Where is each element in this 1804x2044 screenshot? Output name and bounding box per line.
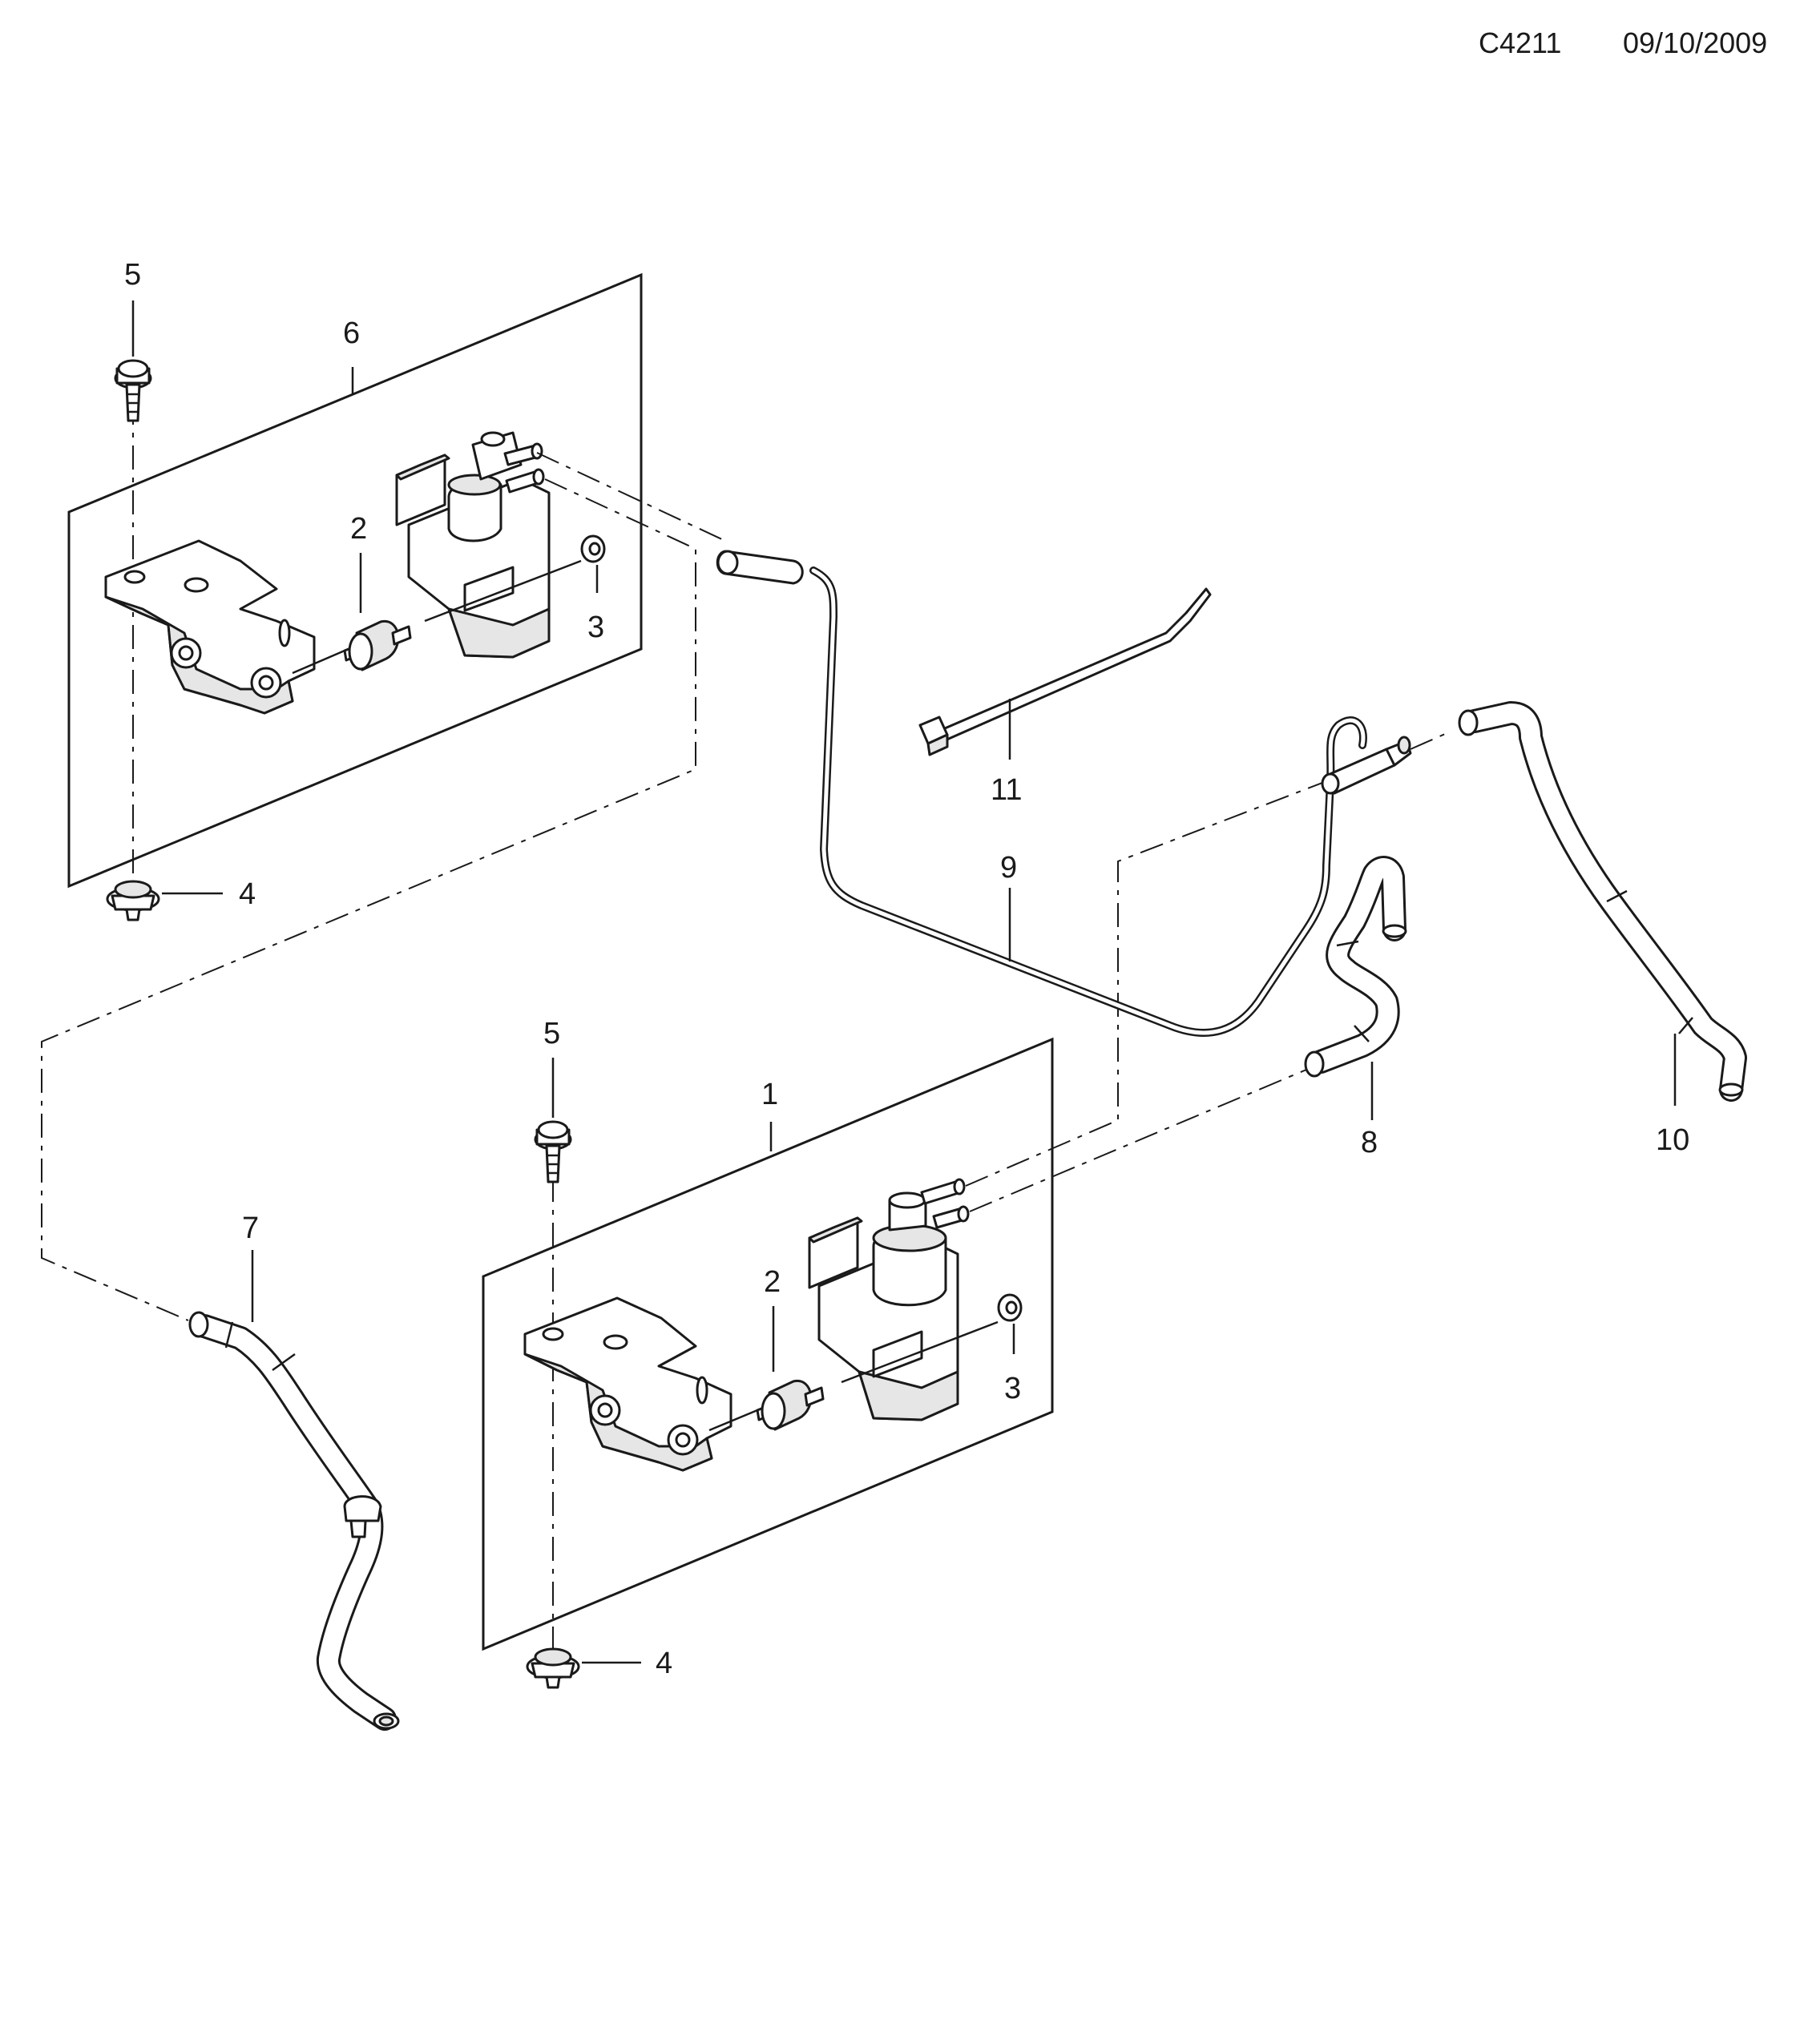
callout-hose-left: 7 — [242, 1211, 259, 1245]
callout-upper-damper: 2 — [350, 512, 367, 546]
cable-tie — [918, 587, 1212, 760]
upper-assembly — [67, 272, 643, 921]
callout-labels: 5 6 2 3 4 5 1 2 3 4 7 8 9 10 11 — [124, 258, 1689, 1680]
callout-upper-assembly: 6 — [343, 316, 360, 350]
hose-center — [1304, 856, 1407, 1120]
callout-lower-damper: 2 — [764, 1265, 781, 1299]
callout-cable-tie: 11 — [991, 773, 1022, 807]
callout-lower-clip: 4 — [656, 1647, 672, 1680]
upper-nut — [424, 534, 606, 623]
upper-assembly-frame — [67, 272, 643, 889]
connection-lines — [41, 452, 1451, 1321]
lower-bracket — [523, 1296, 732, 1472]
hose-right — [1458, 701, 1747, 1106]
lower-assembly — [482, 1037, 1054, 1689]
callout-lower-assembly: 1 — [761, 1078, 778, 1111]
lower-assembly-frame — [482, 1037, 1054, 1651]
callout-lower-bolt: 5 — [543, 1017, 560, 1050]
upper-bolt — [114, 359, 152, 877]
diagram-date: 09/10/2009 — [1623, 26, 1767, 59]
callout-hose-center: 8 — [1361, 1126, 1378, 1159]
lower-damper — [708, 1380, 825, 1432]
callout-upper-nut: 3 — [587, 611, 604, 644]
upper-clip — [106, 880, 223, 921]
diagram-code: C4211 — [1479, 26, 1561, 59]
callout-hose-right: 10 — [1656, 1123, 1689, 1157]
hose-left — [188, 1250, 400, 1731]
callout-pipe-long: 9 — [1000, 851, 1017, 885]
upper-damper — [292, 620, 412, 675]
lower-clip — [526, 1647, 641, 1689]
pipe-long — [716, 550, 1412, 1037]
callout-upper-clip: 4 — [239, 877, 256, 911]
callout-upper-bolt: 5 — [124, 258, 141, 292]
upper-bracket — [104, 539, 316, 715]
upper-solenoid-valve — [395, 431, 551, 659]
lower-nut — [841, 1293, 1023, 1384]
lower-bolt — [534, 1120, 572, 1667]
lower-solenoid-valve — [808, 1178, 970, 1421]
callout-lower-nut: 3 — [1004, 1372, 1021, 1405]
